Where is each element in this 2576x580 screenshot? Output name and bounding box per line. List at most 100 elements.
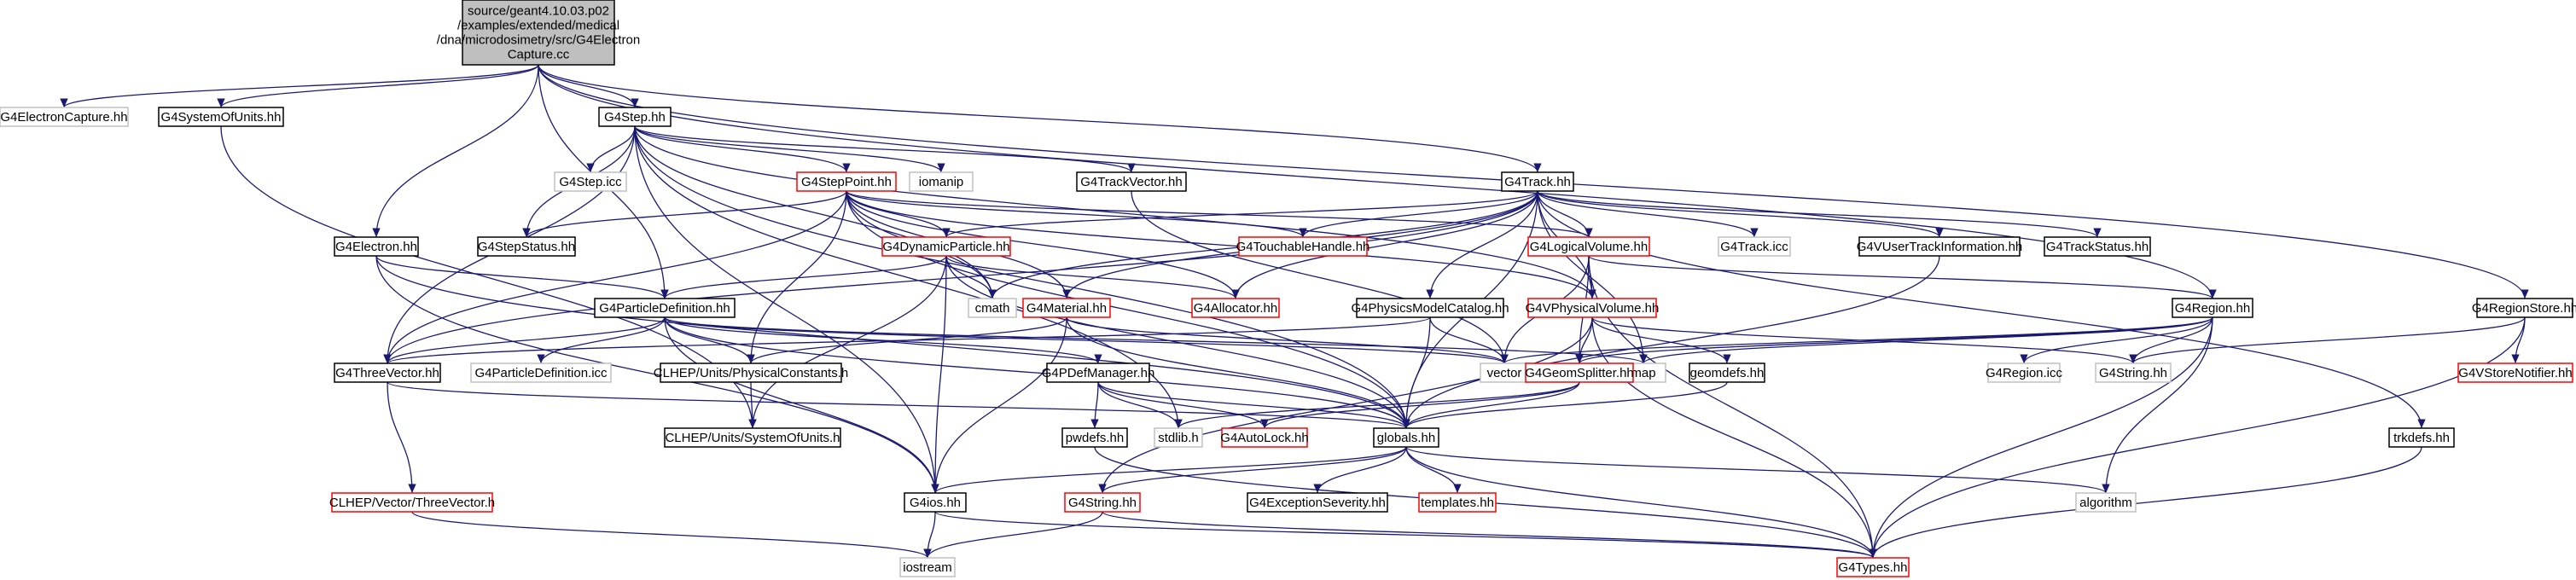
node-G4Region_hh[interactable]: G4Region.hh — [2172, 298, 2253, 318]
node-G4RegionStore_hh[interactable]: G4RegionStore.hh — [2472, 298, 2576, 318]
node-CLHEP_ThreeVector_h[interactable]: CLHEP/Vector/ThreeVector.h — [329, 492, 495, 513]
node-box — [1247, 492, 1388, 513]
node-geomdefs_hh[interactable]: geomdefs.hh — [1689, 362, 1765, 383]
node-box — [1356, 298, 1504, 318]
node-box — [598, 107, 672, 127]
edge-G4Track_hh-to-trkdefs_hh — [1537, 190, 2426, 429]
node-G4ExceptionSeverity_hh[interactable]: G4ExceptionSeverity.hh — [1247, 492, 1388, 513]
node-label: G4VStoreNotifier.hh — [2458, 366, 2572, 380]
node-G4VUserTrackInformation_hh[interactable]: G4VUserTrackInformation.hh — [1857, 236, 2023, 257]
node-box — [664, 427, 841, 448]
edge-G4DynamicParticle_hh-to-G4ParticleDefinition_hh — [660, 255, 947, 299]
node-box — [2172, 298, 2253, 318]
node-iomanip: iomanip — [909, 171, 974, 192]
node-label: G4StepStatus.hh — [478, 240, 575, 254]
node-G4DynamicParticle_hh[interactable]: G4DynamicParticle.hh — [881, 236, 1011, 257]
node-box — [594, 298, 736, 318]
node-box — [477, 236, 576, 257]
node-label: globals.hh — [1377, 431, 1435, 445]
edge-G4StepPoint_hh-to-G4VPhysicalVolume_hh — [846, 190, 1596, 299]
node-label: G4ThreeVector.hh — [335, 366, 439, 380]
node-box — [660, 362, 842, 383]
node-G4StepPoint_hh[interactable]: G4StepPoint.hh — [796, 171, 897, 192]
edge-G4Track_hh-to-G4TouchableHandle_hh — [1299, 190, 1538, 238]
node-label: G4VPhysicalVolume.hh — [1526, 301, 1660, 316]
edge-G4ios_hh-to-G4Types_hh — [934, 511, 1877, 559]
node-G4Material_hh[interactable]: G4Material.hh — [1022, 298, 1111, 318]
node-G4Allocator_hh[interactable]: G4Allocator.hh — [1191, 298, 1280, 318]
node-G4ThreeVector_hh[interactable]: G4ThreeVector.hh — [334, 362, 441, 383]
node-CLHEP_SystemOfUnits_h[interactable]: CLHEP/Units/SystemOfUnits.h — [664, 427, 841, 448]
node-G4Types_hh[interactable]: G4Types.hh — [1836, 557, 1910, 577]
node-G4Track_hh[interactable]: G4Track.hh — [1501, 171, 1574, 192]
node-G4Electron_hh[interactable]: G4Electron.hh — [334, 236, 419, 257]
node-label: G4Material.hh — [1026, 301, 1107, 316]
node-G4ParticleDefinition_icc: G4ParticleDefinition.icc — [470, 362, 612, 383]
node-G4Step_hh[interactable]: G4Step.hh — [598, 107, 672, 127]
edge-root-to-G4Step_hh — [538, 64, 639, 108]
node-G4PDefManager_hh[interactable]: G4PDefManager.hh — [1042, 362, 1155, 383]
edge-G4Track_hh-to-G4Allocator_hh — [1231, 190, 1538, 299]
node-G4SystemOfUnits_hh[interactable]: G4SystemOfUnits.hh — [158, 107, 284, 127]
node-G4StepStatus_hh[interactable]: G4StepStatus.hh — [477, 236, 576, 257]
edge-G4ParticleDefinition_hh-to-CLHEP_PhysicalConstants_h — [664, 316, 755, 364]
node-trkdefs_hh[interactable]: trkdefs.hh — [2388, 427, 2455, 448]
edge-G4Region_hh-to-G4GeomSplitter_hh — [1575, 316, 2213, 364]
node-G4String_hh[interactable]: G4String.hh — [1064, 492, 1141, 513]
node-globals_hh[interactable]: globals.hh — [1373, 427, 1439, 448]
node-G4ParticleDefinition_hh[interactable]: G4ParticleDefinition.hh — [594, 298, 736, 318]
node-G4TouchableHandle_hh[interactable]: G4TouchableHandle.hh — [1236, 236, 1370, 257]
edge-G4DynamicParticle_hh-to-G4ios_hh — [931, 255, 947, 494]
edge-trkdefs_hh-to-G4Types_hh — [1869, 446, 2422, 559]
edge-root-to-G4ElectronCapture_hh — [60, 64, 539, 108]
node-label: /examples/extended/medical — [457, 19, 619, 33]
edges-layer — [60, 64, 2529, 559]
edge-G4Material_hh-to-G4ios_hh — [931, 316, 1067, 494]
node-G4Region_icc: G4Region.icc — [1986, 362, 2063, 383]
edge-G4Region_hh-to-algorithm — [2102, 316, 2213, 494]
node-label: CLHEP/Vector/ThreeVector.h — [329, 496, 495, 510]
edge-G4Track_hh-to-G4TrackStatus_hh — [1537, 190, 2102, 238]
node-box — [334, 236, 419, 257]
edge-G4String_hh-to-iostream — [923, 511, 1103, 559]
node-pwdefs_hh[interactable]: pwdefs.hh — [1061, 427, 1128, 448]
node-label: G4PhysicsModelCatalog.hh — [1351, 301, 1509, 316]
node-label: G4PDefManager.hh — [1042, 366, 1155, 380]
node-templates_hh[interactable]: templates.hh — [1418, 492, 1497, 513]
node-box — [1191, 298, 1280, 318]
edge-G4Step_hh-to-cmath — [634, 125, 997, 299]
node-G4VPhysicalVolume_hh[interactable]: G4VPhysicalVolume.hh — [1526, 298, 1660, 318]
node-algorithm: algorithm — [2075, 492, 2137, 513]
node-label: G4ElectronCapture.hh — [0, 110, 127, 125]
edge-G4ParticleDefinition_hh-to-map — [664, 316, 1648, 364]
edge-G4Material_hh-to-vector — [1066, 316, 1509, 364]
node-G4TrackVector_hh[interactable]: G4TrackVector.hh — [1076, 171, 1187, 192]
node-G4GeomSplitter_hh[interactable]: G4GeomSplitter.hh — [1525, 362, 1634, 383]
node-G4PhysicsModelCatalog_hh[interactable]: G4PhysicsModelCatalog.hh — [1351, 298, 1509, 318]
edge-G4Electron_hh-to-G4ParticleDefinition_hh — [375, 255, 669, 299]
node-box — [2457, 362, 2573, 383]
node-G4AutoLock_hh[interactable]: G4AutoLock.hh — [1220, 427, 1309, 448]
node-G4LogicalVolume_hh[interactable]: G4LogicalVolume.hh — [1527, 236, 1650, 257]
edge-G4LogicalVolume_hh-to-G4Region_hh — [1588, 255, 2217, 299]
node-G4ios_hh[interactable]: G4ios.hh — [904, 492, 967, 513]
node-root[interactable]: source/geant4.10.03.p02/examples/extende… — [437, 0, 640, 66]
node-stdlib_h: stdlib.h — [1154, 427, 1203, 448]
node-iostream: iostream — [899, 557, 956, 577]
edge-globals_hh-to-G4ios_hh — [931, 446, 1407, 494]
node-label: trkdefs.hh — [2393, 431, 2450, 445]
node-box — [2044, 236, 2151, 257]
node-CLHEP_PhysicalConstants_h[interactable]: CLHEP/Units/PhysicalConstants.h — [654, 362, 848, 383]
edge-G4GeomSplitter_hh-to-globals_hh — [1402, 381, 1580, 429]
node-label: G4String.hh — [1068, 496, 1137, 510]
edge-G4ParticleDefinition_hh-to-vector — [664, 316, 1509, 364]
node-box — [470, 362, 612, 383]
node-G4VStoreNotifier_hh[interactable]: G4VStoreNotifier.hh — [2457, 362, 2573, 383]
node-box — [909, 171, 974, 192]
node-G4TrackStatus_hh[interactable]: G4TrackStatus.hh — [2044, 236, 2151, 257]
edge-root-to-G4Region_hh — [538, 64, 2217, 299]
node-box — [1418, 492, 1497, 513]
node-label: cmath — [975, 301, 1010, 316]
node-box — [1373, 427, 1439, 448]
